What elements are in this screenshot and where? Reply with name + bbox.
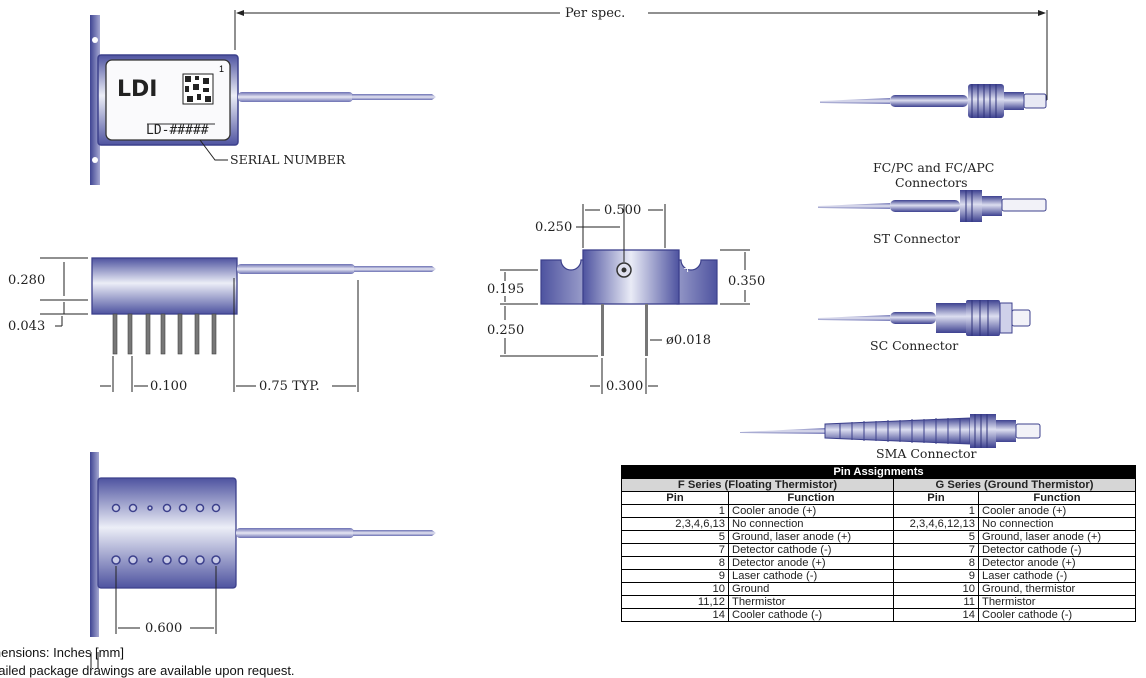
datamatrix-icon (182, 73, 214, 105)
serial-number-label: SERIAL NUMBER (230, 152, 346, 167)
side-body (91, 257, 238, 315)
dim-0043: 0.043 (8, 319, 45, 334)
bottom-pin-holes (111, 503, 221, 565)
f-series-header: F Series (Floating Thermistor) (621, 478, 894, 492)
side-view: 0.280 0.043 0.100 0.75 TYP. (8, 257, 436, 394)
pin-assignments-table: Pin Assignments F Series (Floating Therm… (621, 465, 1136, 622)
dim-0100: 0.100 (150, 379, 187, 394)
st-label: ST Connector (873, 231, 960, 246)
sc-connector: SC Connector (818, 300, 1031, 353)
table-title: Pin Assignments (621, 465, 1136, 479)
top-flange (90, 15, 100, 185)
fc-label-line2: Connectors (895, 175, 968, 190)
f-function-header: Function (728, 491, 894, 505)
logo-text: LDI (117, 77, 157, 102)
dim-0250-top: 0.250 (535, 220, 572, 235)
dim-0250-bottom: 0.250 (487, 323, 524, 338)
dim-0500: 0.500 (604, 203, 641, 218)
end-body (582, 249, 680, 305)
g-series-header: G Series (Ground Thermistor) (893, 478, 1136, 492)
top-fiber (352, 94, 436, 100)
dim-0195: 0.195 (487, 282, 524, 297)
part-number: LD-##### (146, 123, 209, 138)
bottom-body (97, 477, 237, 589)
units-note: Dimensions: Inches [mm] (0, 645, 124, 660)
drawings-note: Detailed package drawings are available … (0, 663, 295, 678)
g-function-header: Function (978, 491, 1136, 505)
dim-0300: 0.300 (606, 379, 643, 394)
f-pin-header: Pin (621, 491, 729, 505)
sma-label: SMA Connector (876, 446, 977, 461)
top-fiber-boot (238, 92, 353, 102)
fc-label-line1: FC/PC and FC/APC (873, 160, 994, 175)
g-pin-header: Pin (893, 491, 979, 505)
sma-connector: SMA Connector (740, 414, 1041, 461)
dim-075-typ: 0.75 TYP. (259, 379, 320, 394)
bottom-view: 0.600 (90, 452, 436, 668)
st-connector: ST Connector (818, 190, 1047, 246)
dim-0280: 0.280 (8, 273, 45, 288)
side-pins (112, 313, 217, 355)
top-view: LDI 1 LD-##### SERIAL NUMBER Per spec. (90, 6, 1048, 185)
end-view: + + 0.500 0.250 0.195 0.250 0.350 (487, 203, 765, 394)
dim-0350: 0.350 (728, 274, 765, 289)
per-spec-label: Per spec. (565, 6, 625, 21)
sc-label: SC Connector (870, 338, 958, 353)
dim-0600: 0.600 (145, 621, 182, 636)
pin-one-marker: 1 (219, 64, 224, 74)
svg-text:+: + (683, 262, 692, 275)
fc-connector: FC/PC and FC/APC Connectors (820, 84, 1047, 190)
dim-0018: ø0.018 (666, 333, 711, 348)
